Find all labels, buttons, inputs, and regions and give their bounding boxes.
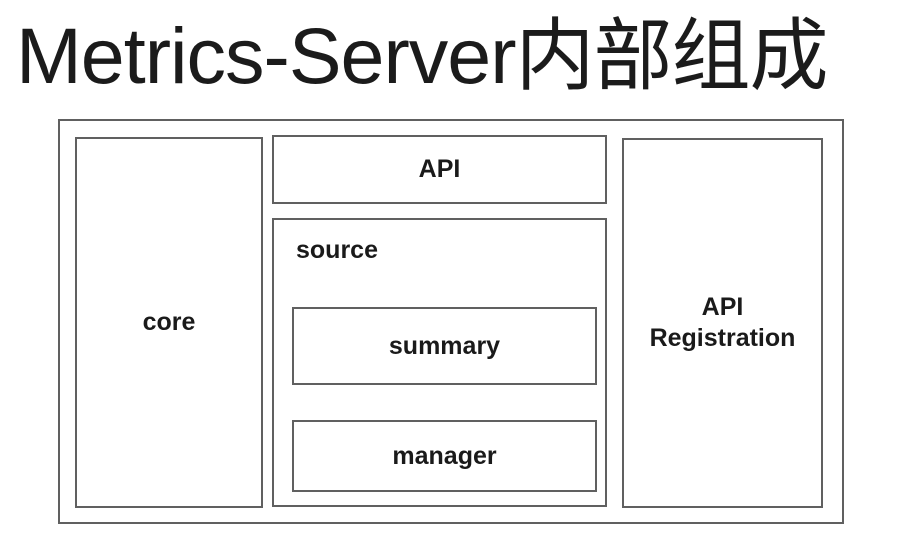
source-label: source — [296, 236, 378, 264]
api-registration-line1: API — [701, 293, 744, 321]
summary-label: summary — [388, 331, 501, 360]
metrics-server-container-box: core API source summary manager API Regi… — [58, 119, 844, 524]
manager-box: manager — [292, 420, 597, 492]
api-box: API — [272, 135, 607, 204]
summary-box: summary — [292, 307, 597, 385]
api-label: API — [418, 155, 461, 183]
page-title: Metrics-Server内部组成 — [16, 11, 829, 100]
api-registration-box: API Registration — [622, 138, 823, 508]
core-box: core — [75, 137, 263, 508]
manager-label: manager — [392, 441, 497, 470]
core-label: core — [142, 308, 196, 336]
source-box: source summary manager — [272, 218, 607, 507]
api-registration-label: API Registration — [650, 292, 796, 354]
api-registration-line2: Registration — [649, 324, 796, 352]
